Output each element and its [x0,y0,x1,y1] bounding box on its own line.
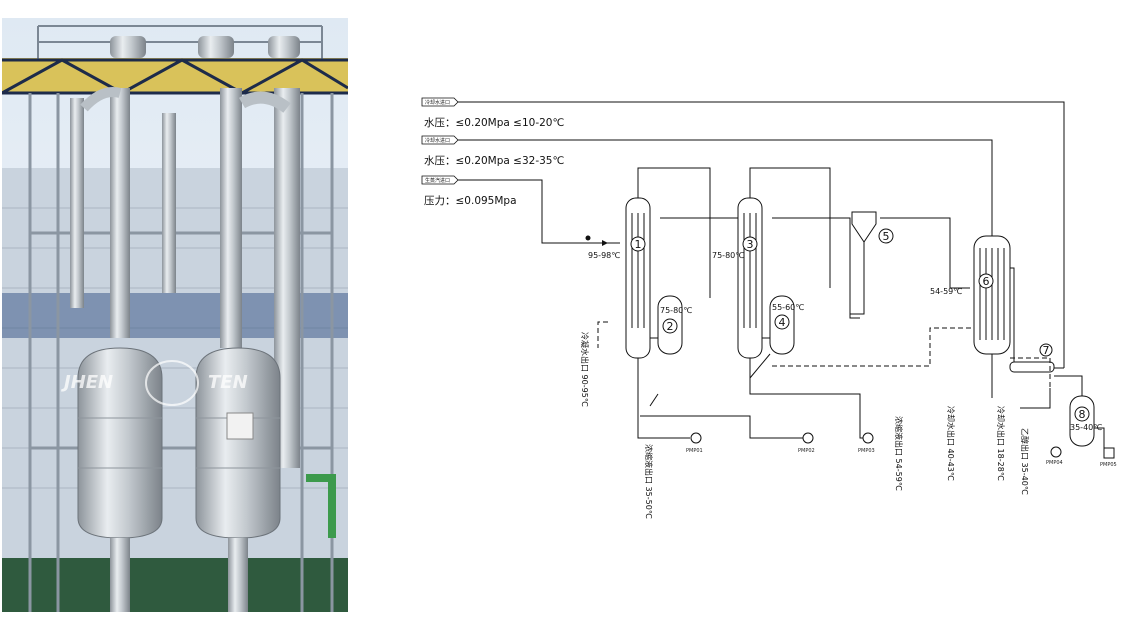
condenser-6: 6 [973,235,1011,355]
spec-line-3: 压力：≤0.095Mpa [424,194,517,207]
pump-pmp05-label: PMP05 [1100,462,1117,468]
equipment-8-number: 8 [1079,408,1086,421]
cooling-water-line-2 [458,139,993,238]
steam-gauge [585,235,591,241]
equipment-2-marker [662,318,678,334]
equipment-5-marker [878,228,894,244]
pump-pmp03: PMP03 [858,432,875,454]
inlet-flag-2: 冷却水进口 [421,135,459,145]
pump-pmp04: PMP04 [1046,446,1063,466]
vacuum-line-3 [1010,357,1051,388]
temp-receiver-8: 35-40℃ [1070,423,1102,432]
pump-pmp01-label: PMP01 [686,448,703,454]
outlet-label-cooling-water-2: 冷却水出口 18-28℃ [996,406,1006,481]
outlet-label-cooling-water-1: 冷却水出口 40-43℃ [946,406,956,481]
inlet-flag-1: 冷却水进口 [421,97,459,107]
pipe-bend-right [238,91,291,113]
top-cap-3 [268,36,300,58]
equipment-7-marker [1039,343,1053,357]
tank-leg-right [228,538,248,612]
pipe-center-left [110,88,130,338]
receiver-outlet [1094,427,1105,450]
watermark-text-left: JHEN [61,372,113,393]
top-cap-1 [110,36,146,58]
cooling-water-return [1020,388,1051,409]
process-flow-diagram: 冷却水进口 水压：≤0.20Mpa ≤10-20℃ 冷却水进口 水压：≤0.20… [421,97,1117,519]
vapor-to-separator [772,217,860,319]
pipe-center-right [220,88,242,348]
equipment-6-number: 6 [983,275,990,288]
cyclone-return [850,242,865,315]
temp-effect-2: 75-80℃ [712,251,744,260]
steam-valve-icon [602,240,608,246]
cyclone-separator-5: 5 [851,211,894,244]
pipe-center [162,113,176,293]
pipe-left [70,98,84,308]
temp-effect-1: 95-98℃ [588,251,620,260]
evaporator-3: 3 [737,197,763,359]
pump-pmp01: PMP01 [686,432,703,454]
vapor-to-condenser [880,217,970,289]
receiver-8: 8 [1069,395,1095,447]
evaporator-1: 1 [625,197,651,359]
inlet-flag-1-label: 冷却水进口 [425,99,450,106]
pump-pmp02: PMP02 [798,432,815,454]
separator-4: 4 [769,295,795,355]
nameplate [226,412,254,440]
vapor-line-1 [637,167,711,298]
tank-leg-left [110,538,130,612]
bottom-line-1 [637,358,690,439]
cooler-7: 7 [1009,343,1055,373]
separator-2: 2 [657,295,683,355]
evaporator-photo: JHEN TEN [2,18,348,612]
watermark-text-right: TEN [208,372,248,393]
outlet-label-condensate: 冷凝水出口 90-95℃ [580,332,590,407]
diag-line-2 [749,353,771,379]
temp-separator-2: 75-80℃ [660,306,692,315]
temp-condenser-6: 54-59℃ [930,287,962,296]
cooler-to-receiver [1054,375,1083,396]
watermark-logo [145,360,199,406]
equipment-6-marker [978,273,994,289]
pump-pmp02-label: PMP02 [798,448,815,454]
vapor-line-2 [749,167,831,288]
spec-line-1: 水压：≤0.20Mpa ≤10-20℃ [424,117,564,129]
equipment-8-marker [1074,406,1090,422]
green-pipe [306,474,336,538]
equipment-7-number: 7 [1043,344,1050,357]
top-cap-2 [198,36,234,58]
cooling-water-line-1 [458,101,1065,368]
vacuum-line-1 [597,321,608,348]
equipment-1-marker [630,236,646,252]
ground-strip [2,558,348,612]
pump-pmp03-label: PMP03 [858,448,875,454]
separator-tank-right [195,347,281,539]
steam-line [458,179,620,246]
diag-line-1 [649,393,659,407]
outlet-label-concentrate-1: 浓缩液出口 35-50℃ [644,444,654,519]
spec-line-2: 水压：≤0.20Mpa ≤32-35℃ [424,155,564,167]
equipment-1-number: 1 [635,238,642,251]
inlet-flag-3-label: 生蒸汽进口 [425,177,450,184]
equipment-3-marker [742,236,758,252]
pipe-bend-left [80,87,122,112]
inlet-flag-2-label: 冷却水进口 [425,137,450,144]
pump-pmp04-label: PMP04 [1046,460,1063,466]
vacuum-line-2 [772,327,974,367]
equipment-5-number: 5 [883,230,890,243]
equipment-3-number: 3 [747,238,754,251]
equipment-4-marker [774,314,790,330]
equipment-4-number: 4 [779,316,786,329]
condenser-outlet [1010,267,1022,365]
separator-tank-left [77,347,163,539]
outlet-label-ethanol: 乙醇出口 35-40℃ [1020,428,1030,495]
outlet-label-concentrate-2: 浓缩液出口 54-59℃ [894,416,904,491]
bottom-line-2 [640,415,804,439]
equipment-2-number: 2 [667,320,674,333]
bottom-line-3 [749,358,864,439]
pump-pmp05: PMP05 [1100,447,1117,468]
temp-separator-4: 55-60℃ [772,303,804,312]
inlet-flag-3: 生蒸汽进口 [421,175,459,185]
